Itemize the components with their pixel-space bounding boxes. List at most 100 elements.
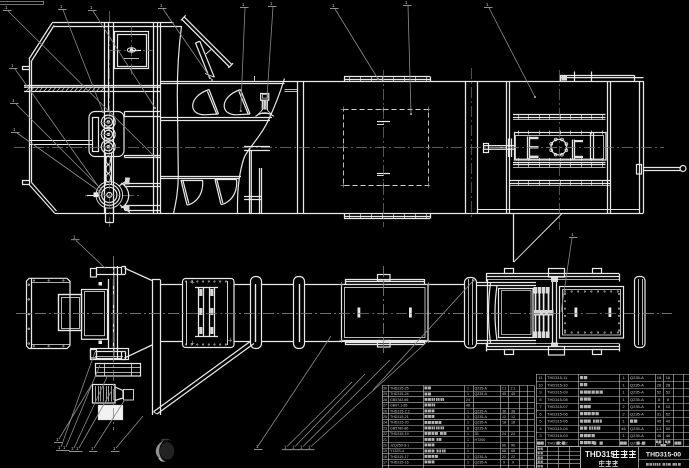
svg-text:25: 25 (383, 415, 387, 419)
svg-text:18: 18 (383, 455, 387, 459)
svg-text:1: 1 (622, 390, 625, 395)
svg-text:Q235-A: Q235-A (475, 392, 488, 396)
svg-text:THD315-2.2: THD315-2.2 (390, 409, 410, 413)
svg-text:40: 40 (657, 419, 662, 424)
svg-text:1: 1 (270, 1, 273, 6)
svg-text:1: 1 (73, 235, 76, 240)
svg-text:28: 28 (383, 398, 387, 402)
svg-text:26: 26 (383, 409, 387, 413)
svg-text:HT200: HT200 (475, 438, 486, 442)
svg-text:68: 68 (502, 449, 506, 453)
svg-text:GB97.1-85: GB97.1-85 (390, 404, 407, 408)
svg-text:28: 28 (657, 382, 662, 387)
svg-text:24: 24 (383, 421, 387, 425)
svg-text:THD315-00: THD315-00 (646, 452, 681, 459)
svg-text:THD315-05: THD315-05 (547, 419, 568, 424)
svg-text:Q235-A: Q235-A (475, 415, 488, 419)
svg-text:46: 46 (621, 426, 626, 431)
svg-text:Q235-A: Q235-A (630, 375, 644, 380)
svg-text:12: 12 (511, 415, 515, 419)
svg-text:45: 45 (502, 392, 506, 396)
svg-text:GB5782-86: GB5782-86 (390, 398, 408, 402)
svg-text:1: 1 (467, 415, 469, 419)
svg-text:1: 1 (56, 437, 59, 442)
svg-text:THD315-21: THD315-21 (390, 415, 409, 419)
svg-text:Q235-A: Q235-A (475, 409, 488, 413)
svg-text:1: 1 (76, 446, 79, 451)
svg-text:40: 40 (666, 419, 671, 424)
svg-text:1: 1 (622, 433, 625, 438)
svg-text:22: 22 (502, 455, 506, 459)
svg-text:1: 1 (13, 127, 16, 132)
svg-text:2: 2 (622, 404, 625, 409)
svg-text:1: 1 (622, 419, 625, 424)
svg-text:22: 22 (511, 455, 515, 459)
svg-text:Q235-A: Q235-A (630, 433, 644, 438)
svg-text:19: 19 (383, 449, 387, 453)
svg-text:Q235-A: Q235-A (475, 455, 488, 459)
svg-text:38: 38 (511, 409, 515, 413)
svg-text:THD315-10: THD315-10 (547, 382, 568, 387)
svg-text:1: 1 (622, 397, 625, 402)
svg-text:8: 8 (467, 426, 469, 430)
svg-text:16: 16 (657, 375, 662, 380)
svg-text:1: 1 (113, 446, 116, 451)
svg-text:68: 68 (511, 449, 515, 453)
svg-text:THD315-04: THD315-04 (547, 426, 568, 431)
svg-text:16: 16 (666, 375, 671, 380)
svg-text:20: 20 (383, 444, 387, 448)
svg-text:1: 1 (467, 392, 469, 396)
svg-text:GB5780-86: GB5780-86 (390, 426, 408, 430)
svg-text:1: 1 (5, 5, 8, 10)
svg-text:8: 8 (667, 397, 670, 402)
svg-text:96: 96 (502, 444, 506, 448)
svg-text:Q235-A: Q235-A (630, 404, 644, 409)
svg-text:48: 48 (466, 404, 470, 408)
svg-text:27: 27 (383, 404, 387, 408)
svg-text:THD315-17: THD315-17 (390, 455, 409, 459)
svg-text:THD315-06: THD315-06 (547, 411, 568, 416)
svg-text:35: 35 (475, 432, 479, 436)
svg-text:23: 23 (383, 426, 387, 430)
svg-text:46: 46 (666, 433, 671, 438)
svg-text:Q235-A: Q235-A (475, 387, 488, 391)
svg-text:1: 1 (308, 445, 311, 450)
svg-text:24: 24 (502, 432, 506, 436)
svg-text:Q235-A: Q235-A (475, 461, 488, 465)
svg-text:THD315-24: THD315-24 (390, 392, 409, 396)
svg-text:1: 1 (486, 2, 489, 7)
svg-text:1: 1 (467, 461, 469, 465)
svg-text:1: 1 (71, 446, 74, 451)
svg-text:THD315-25: THD315-25 (390, 387, 409, 391)
svg-text:THD315-16: THD315-16 (390, 461, 409, 465)
svg-text:50: 50 (666, 426, 671, 431)
svg-text:1: 1 (467, 409, 469, 413)
svg-text:1: 1 (12, 98, 15, 103)
svg-text:6: 6 (658, 404, 661, 409)
svg-text:46: 46 (657, 433, 662, 438)
svg-text:24: 24 (511, 432, 515, 436)
svg-text:22: 22 (383, 432, 387, 436)
svg-text:24: 24 (466, 398, 470, 402)
svg-text:8: 8 (539, 397, 542, 402)
svg-text:31: 31 (657, 411, 662, 416)
svg-text:1: 1 (160, 3, 163, 8)
svg-text:17: 17 (383, 461, 387, 465)
svg-text:12: 12 (502, 415, 506, 419)
svg-text:1: 1 (467, 438, 469, 442)
svg-text:9: 9 (512, 461, 514, 465)
svg-text:1.1: 1.1 (656, 426, 662, 431)
svg-text:1: 1 (300, 445, 303, 450)
svg-text:Y132S-4: Y132S-4 (390, 449, 404, 453)
svg-text:THD315: THD315 (585, 450, 615, 459)
svg-text:21: 21 (383, 438, 387, 442)
svg-text:JZQ250-9-1: JZQ250-9-1 (390, 444, 409, 448)
svg-text:18: 18 (502, 421, 506, 425)
svg-text:1: 1 (467, 444, 469, 448)
svg-text:5: 5 (539, 419, 542, 424)
svg-text:9: 9 (503, 461, 505, 465)
svg-text:30: 30 (383, 387, 387, 391)
svg-text:10: 10 (538, 382, 543, 387)
svg-text:52: 52 (666, 390, 671, 395)
svg-text:THD315-03: THD315-03 (547, 433, 568, 438)
